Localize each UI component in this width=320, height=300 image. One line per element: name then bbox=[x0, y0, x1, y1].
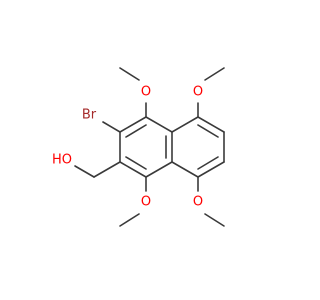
bond-o-ch3-top-left bbox=[119, 67, 140, 81]
bond-c8a-c1 bbox=[145, 161, 173, 178]
oxygen-label-top-left: O bbox=[141, 85, 151, 100]
oxygen-label-bottom-right: O bbox=[193, 195, 203, 210]
bond-o-ch3-bottom-right bbox=[204, 213, 225, 227]
double-bond-c5-c6 bbox=[197, 124, 219, 138]
bond-c4-c4a bbox=[145, 116, 173, 133]
double-bond-c3-c4 bbox=[125, 124, 147, 138]
bromine-label: Br bbox=[82, 108, 97, 123]
bond-c7-c8 bbox=[197, 161, 225, 178]
molecule-structure: Br O O O O HO bbox=[52, 67, 225, 227]
bond-c1-c2 bbox=[119, 161, 147, 178]
bond-c4a-c5 bbox=[171, 116, 199, 133]
bond-c8-c8a bbox=[171, 161, 199, 178]
bond-c3-br bbox=[102, 121, 121, 133]
oxygen-label-top-right: O bbox=[193, 85, 203, 100]
double-bond-c1-c2 bbox=[125, 156, 147, 170]
right-ring-bonds bbox=[171, 116, 225, 178]
bond-o-ch3-top-right bbox=[204, 67, 225, 81]
atom-labels: Br O O O O HO bbox=[52, 85, 203, 210]
molecule-canvas: Br O O O O HO bbox=[52, 67, 225, 227]
hydroxyl-label: HO bbox=[52, 153, 72, 168]
bond-c5-c6 bbox=[197, 116, 225, 133]
bond-c2-ch2 bbox=[93, 161, 121, 178]
oxygen-label-bottom-left: O bbox=[141, 195, 151, 210]
bond-ch2-oh bbox=[74, 165, 95, 178]
bond-o-ch3-bottom-left bbox=[119, 213, 140, 227]
double-bond-c7-c8 bbox=[197, 156, 219, 170]
left-ring-bonds bbox=[119, 116, 173, 178]
bond-c3-c4 bbox=[119, 116, 147, 133]
substituent-bonds bbox=[74, 67, 225, 227]
